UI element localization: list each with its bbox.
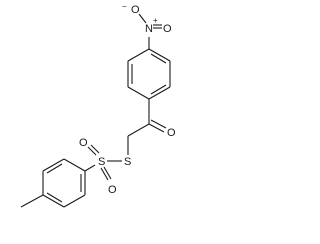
n-o-single-bond xyxy=(138,13,147,24)
carbonyl-o-bond-2 xyxy=(150,119,167,129)
tolyl-ring xyxy=(20,158,86,208)
nitro-n-label: N xyxy=(145,23,153,35)
carbonyl-o-bond-1 xyxy=(148,123,165,133)
ring2-bond-5 xyxy=(63,194,86,208)
sulfonyl-s-label: S xyxy=(98,156,105,168)
so-bond-down-2 xyxy=(103,166,112,180)
thio-s-label: S xyxy=(124,156,131,168)
sulfonyl-o-bottom-label: O xyxy=(108,184,117,196)
nitro-o-right-label: O xyxy=(163,23,172,35)
ring1-double-2 xyxy=(150,84,167,95)
ring2-bond-2 xyxy=(42,158,65,172)
nitrophenyl-ring xyxy=(127,48,171,100)
sulfonyl-o-left-label: O xyxy=(79,137,88,149)
so-bond-down-1 xyxy=(100,167,109,181)
carbonyl-ch2-bond xyxy=(127,123,150,137)
so-bond-left-1 xyxy=(87,146,97,156)
ring1-bond-6 xyxy=(127,48,150,62)
ring2-bond-1 xyxy=(63,158,86,172)
nitro-o-charge: − xyxy=(122,2,127,11)
thio-sulfur: S xyxy=(107,156,131,168)
ketone-o-label: O xyxy=(167,127,176,139)
s-ring-bond xyxy=(84,164,96,172)
ring1-bond-1 xyxy=(148,48,171,62)
methyl-bond xyxy=(20,194,44,208)
ring1-bond-4 xyxy=(127,86,150,100)
ring2-bond-4 xyxy=(42,194,65,208)
chemical-structure: N + O O − O S S O xyxy=(20,2,176,208)
structure-canvas: N + O O − O S S O xyxy=(20,2,176,208)
so-bond-left-2 xyxy=(90,144,100,154)
nitro-o-top-label: O xyxy=(131,4,140,16)
ring1-double-1 xyxy=(150,53,167,64)
ring1-bond-3 xyxy=(148,86,171,100)
ring2-double-1 xyxy=(46,163,63,174)
ketone-group: O xyxy=(127,99,176,155)
ring2-double-2 xyxy=(46,192,63,203)
nitro-n-charge: + xyxy=(153,16,158,25)
sulfonyl-group: S O O xyxy=(79,137,117,196)
nitro-group: N + O O − xyxy=(122,2,172,49)
